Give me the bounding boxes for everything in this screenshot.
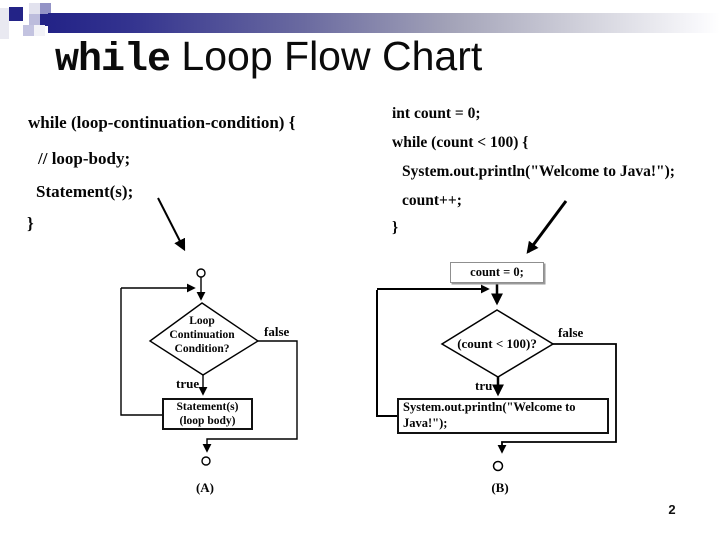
b-init-box: count = 0;: [450, 262, 544, 283]
code-left-line-4: }: [27, 214, 34, 233]
code-left-line-2: // loop-body;: [38, 149, 131, 168]
a-false-branch: [202, 340, 298, 453]
title-rest: Loop Flow Chart: [170, 33, 483, 79]
title-keyword: while: [55, 38, 171, 83]
a-diamond-label: Loop Continuation Condition?: [147, 314, 257, 356]
code-right-line-5: }: [392, 219, 399, 236]
code-right-line-4: count++;: [402, 192, 462, 209]
title-gradient-bar: [48, 13, 720, 33]
deco-square-pale: [29, 3, 40, 14]
deco-square-pale2: [34, 25, 45, 36]
deco-square-lavender2: [23, 25, 34, 36]
deco-square-lightcol: [0, 8, 9, 39]
b-caption: (B): [491, 480, 509, 495]
code-right-line-3: System.out.println("Welcome to Java!");: [402, 163, 675, 180]
b-box-line1: System.out.println("Welcome to: [403, 400, 576, 415]
b-false-label: false: [558, 325, 584, 340]
a-box-line1: Statement(s): [176, 400, 239, 413]
code-left-line-3: Statement(s);: [36, 182, 134, 201]
a-false-label: false: [264, 324, 290, 339]
code-right-line-1: int count = 0;: [392, 105, 481, 122]
b-diamond-label: (count < 100)?: [457, 336, 537, 351]
b-box-line2: Java!");: [403, 416, 448, 430]
b-end-circle: [492, 460, 504, 472]
b-loopback-line: [376, 290, 397, 417]
b-print-box: System.out.println("Welcome to Java!");: [397, 398, 609, 434]
deco-square-navy: [9, 7, 23, 21]
b-init-text: count = 0;: [470, 264, 524, 279]
a-caption: (A): [195, 480, 215, 495]
deco-square-slate: [40, 3, 51, 14]
a-box-line2: (loop body): [179, 415, 236, 427]
a-true-label: true: [176, 376, 200, 391]
page-title: while Loop Flow Chart: [55, 33, 482, 83]
code-left-line-1: while (loop-continuation-condition) {: [28, 113, 296, 132]
code-right-line-2: while (count < 100) {: [392, 134, 529, 151]
code-b-pointer-arrow: [526, 200, 568, 254]
b-true-label: tru: [475, 378, 493, 393]
a-end-circle: [201, 456, 211, 466]
deco-square-lavender: [29, 14, 40, 25]
a-diamond-line1: Loop: [189, 315, 215, 327]
a-diamond-line3: Condition?: [174, 343, 230, 356]
a-diamond-line2: Continuation: [169, 329, 235, 342]
a-start-circle: [196, 268, 206, 278]
code-a-pointer-arrow: [157, 197, 186, 252]
a-statement-box: Statement(s) (loop body): [162, 398, 253, 430]
page-number: 2: [668, 502, 676, 517]
